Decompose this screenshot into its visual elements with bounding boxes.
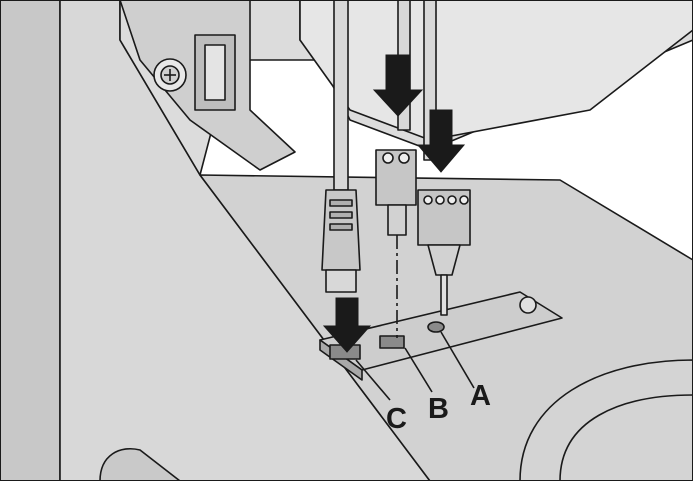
leader-line-c: [355, 359, 391, 401]
down-arrow-icon: [416, 109, 466, 173]
two-pin-cable: [375, 0, 417, 338]
audio-plug: [440, 274, 448, 316]
callout-a: A: [470, 380, 491, 412]
four-pin-terminal-block-icon: [417, 189, 471, 246]
leader-line-a: [440, 331, 475, 389]
lower-curved-part: [99, 359, 693, 481]
mounting-hole-icon: [519, 296, 537, 314]
mounting-bracket: [119, 0, 296, 171]
audio-jack-socket: [427, 321, 445, 333]
two-pin-terminal-block-icon: [375, 149, 417, 206]
callout-c: C: [386, 403, 407, 435]
down-arrow-icon: [322, 297, 372, 353]
mounting-plate: [319, 291, 563, 381]
down-arrow-icon: [372, 54, 424, 117]
callout-b: B: [428, 393, 449, 425]
two-pin-socket: [379, 335, 405, 349]
ethernet-cable: [321, 0, 361, 293]
push-arrows: [322, 54, 466, 353]
left-wall: [0, 0, 61, 481]
leader-line-b: [404, 347, 433, 393]
leader-lines: [355, 331, 475, 401]
